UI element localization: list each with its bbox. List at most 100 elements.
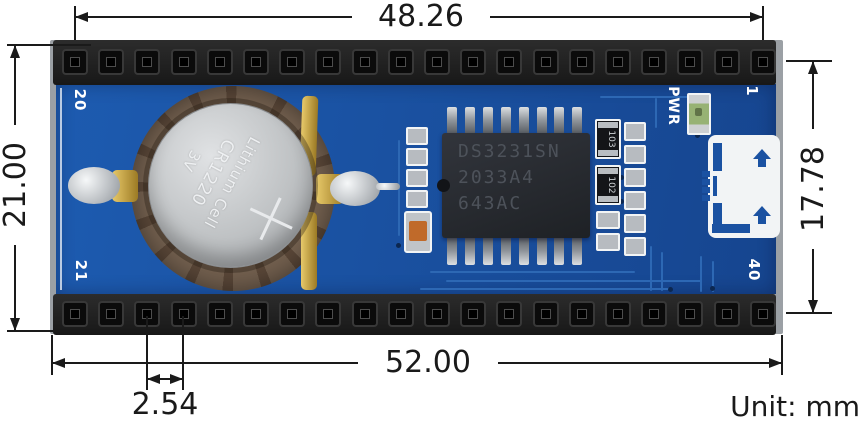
smd-pad: [596, 233, 620, 251]
arrowhead-up-icon: [10, 45, 20, 58]
header-socket: [351, 301, 378, 327]
pin-header-bottom: [53, 294, 776, 335]
header-socket: [424, 301, 450, 327]
usb-pin-tab: [702, 195, 710, 201]
extension-line: [762, 6, 764, 40]
pcb-trace: [700, 256, 702, 292]
usb-anchor-stem: [758, 216, 766, 224]
usb-pad-bar: [713, 176, 717, 196]
smd-pad: [624, 237, 646, 256]
header-socket: [532, 49, 559, 75]
capacitor-outline: [404, 211, 432, 253]
header-socket: [605, 49, 631, 75]
via: [619, 175, 624, 180]
usb-anchor-stem: [758, 159, 766, 167]
unit-label: Unit: mm: [730, 390, 860, 423]
arrowhead-up-icon: [808, 61, 818, 74]
chip-pin: [572, 237, 583, 265]
smd-pad: [624, 214, 646, 233]
extension-line: [7, 44, 91, 46]
header-socket: [496, 301, 523, 327]
extension-line: [7, 330, 53, 332]
battery-clip-bottom: [301, 212, 317, 290]
header-socket: [749, 301, 776, 327]
header-socket: [206, 301, 233, 327]
resistor-102-label: 102: [606, 176, 616, 194]
resistor-103-label: 103: [606, 130, 616, 148]
chip-pin: [500, 237, 511, 265]
usb-pad-bar: [712, 224, 750, 233]
header-socket: [387, 301, 414, 327]
arrowhead-left-icon: [147, 374, 160, 384]
extension-line: [146, 316, 148, 390]
chip-pin: [554, 107, 565, 134]
usb-pin-tab: [702, 171, 710, 177]
smd-pad: [406, 148, 428, 166]
extension-line: [51, 335, 53, 375]
dim-board-height-value: 21.00: [0, 125, 33, 245]
solder-blob-right: [330, 171, 380, 206]
header-socket: [315, 49, 342, 75]
via: [695, 133, 700, 138]
header-socket: [62, 49, 88, 75]
arrowhead-right-icon: [170, 374, 183, 384]
chip-marking-line1: DS3231SN: [458, 141, 561, 162]
header-socket: [279, 49, 306, 75]
usb-pin-tab: [702, 187, 710, 193]
pcb-trace: [650, 246, 652, 291]
chip-pin: [572, 107, 583, 134]
solder-wire-right: [376, 183, 400, 190]
header-socket: [134, 301, 161, 327]
chip-notch: [437, 179, 450, 192]
header-socket: [677, 301, 704, 327]
extension-line: [74, 6, 76, 40]
header-socket: [568, 49, 595, 75]
chip-pin: [536, 237, 547, 265]
usb-anchor-icon: [753, 149, 771, 159]
usb-pad-bar: [713, 143, 722, 171]
resistor-cap: [598, 122, 618, 128]
header-socket: [532, 301, 559, 327]
arrowhead-down-icon: [10, 318, 20, 331]
header-socket: [315, 301, 342, 327]
smd-pad: [406, 127, 428, 145]
header-socket: [677, 49, 704, 75]
pin-header-top: [53, 40, 776, 85]
rtc-chip-body: [442, 133, 590, 238]
header-socket: [605, 301, 631, 327]
chip-pin: [518, 107, 529, 134]
header-socket: [279, 301, 306, 327]
pcb-trace: [446, 280, 701, 282]
smd-pad: [624, 168, 646, 187]
via: [710, 286, 715, 291]
extension-line: [182, 316, 184, 390]
dim-pin-span-value: 17.78: [796, 129, 831, 249]
via: [619, 199, 624, 204]
arrowhead-down-icon: [808, 300, 818, 313]
capacitor-body: [409, 221, 427, 241]
polarity-bar-v: [259, 197, 282, 241]
header-socket: [749, 49, 776, 75]
extension-line: [781, 335, 783, 375]
header-socket: [98, 301, 125, 327]
header-socket: [206, 49, 233, 75]
chip-pin: [536, 107, 547, 134]
smd-pad: [406, 169, 428, 187]
header-socket: [424, 49, 450, 75]
header-socket: [713, 49, 740, 75]
smd-pad: [624, 122, 646, 141]
extension-line: [786, 312, 832, 314]
pin-label-20: 20: [71, 88, 89, 112]
header-socket: [243, 301, 269, 327]
header-socket: [387, 49, 414, 75]
pin-label-1: 1: [743, 85, 761, 97]
smd-pad: [406, 190, 428, 208]
header-socket: [351, 49, 378, 75]
arrowhead-right-icon: [750, 12, 763, 22]
chip-pin: [500, 107, 511, 134]
pin-label-21: 21: [72, 259, 90, 283]
header-socket: [460, 301, 487, 327]
battery-cell: [148, 103, 313, 268]
usb-pin-tab: [702, 179, 710, 185]
chip-pin: [482, 107, 493, 134]
